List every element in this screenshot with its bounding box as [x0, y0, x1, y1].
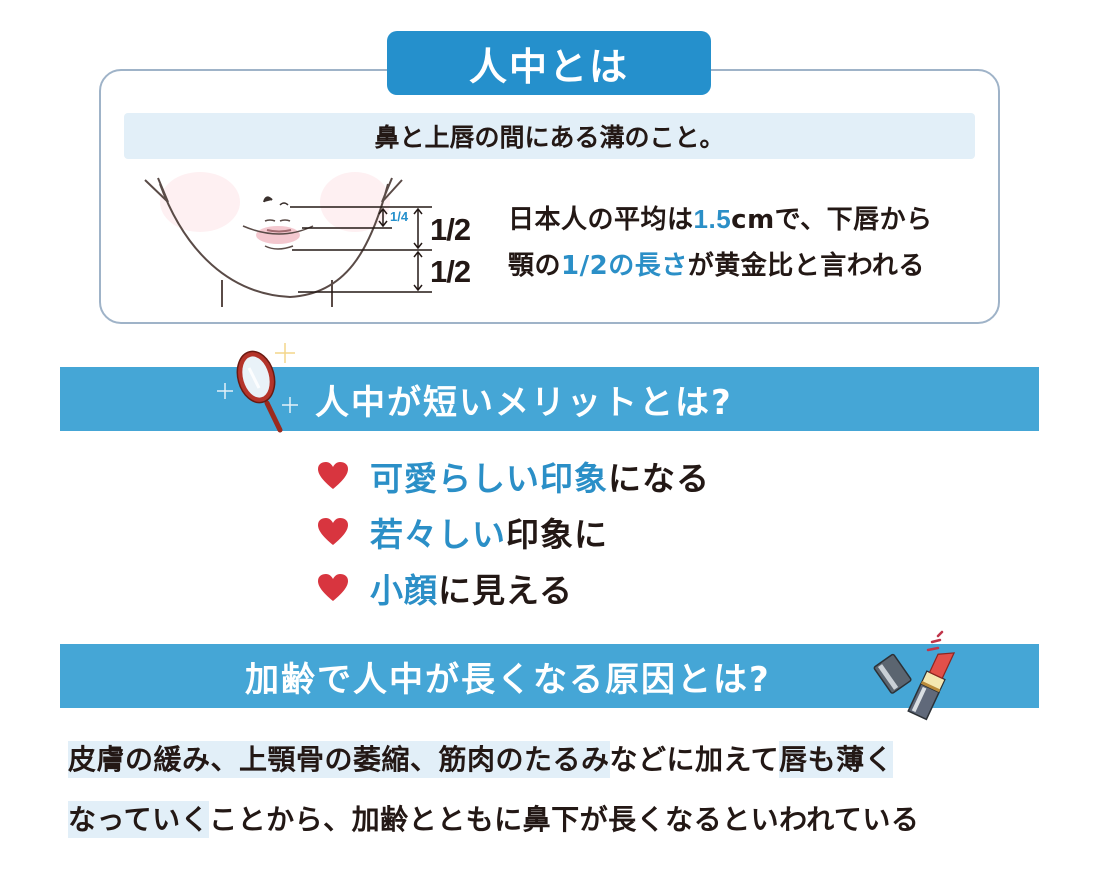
cause-highlight: 皮膚の緩み、上顎骨の萎縮、筋肉のたるみ	[68, 741, 610, 778]
lipstick-icon	[870, 628, 960, 723]
definition-title: 人中とは	[387, 31, 711, 95]
heart-icon	[318, 518, 348, 546]
merit-highlight: 若々しい	[370, 515, 506, 554]
merit-rest: 印象に	[506, 515, 608, 554]
list-item: 小顔に見える	[318, 560, 710, 616]
list-item: 可愛らしい印象になる	[318, 448, 710, 504]
causes-paragraph: 皮膚の緩み、上顎骨の萎縮、筋肉のたるみなどに加えて唇も薄く なっていくことから、…	[68, 736, 1038, 856]
ratio-upper-label: 1/2	[430, 212, 471, 247]
golden-ratio-highlight: 1/2の長さ	[561, 251, 688, 281]
causes-line-1: 皮膚の緩み、上顎骨の萎縮、筋肉のたるみなどに加えて唇も薄く	[68, 741, 894, 778]
merits-heading: 人中が短いメリットとは?	[315, 382, 733, 423]
merits-list: 可愛らしい印象になる 若々しい印象に 小顔に見える	[318, 448, 710, 616]
heart-icon	[318, 462, 348, 490]
face-diagram: 1/4 1/2 1/2	[130, 172, 500, 307]
definition-subtitle: 鼻と上唇の間にある溝のこと。	[124, 113, 975, 159]
causes-heading-bar: 加齢で人中が長くなる原因とは?	[60, 644, 1039, 708]
average-line-2: 顎の1/2の長さが黄金比と言われる	[508, 251, 925, 281]
face-illustration-icon	[144, 172, 432, 307]
list-item: 若々しい印象に	[318, 504, 710, 560]
merits-heading-bar: 人中が短いメリットとは?	[60, 367, 1039, 431]
causes-line-2: なっていくことから、加齢とともに鼻下が長くなるといわれている	[68, 801, 920, 838]
average-description: 日本人の平均は1.5cmで、下唇から 顎の1/2の長さが黄金比と言われる	[508, 196, 988, 289]
cause-highlight: なっていく	[68, 801, 210, 838]
merit-rest: に見える	[438, 571, 574, 610]
merit-rest: になる	[608, 459, 710, 498]
ratio-quarter-label: 1/4	[390, 209, 409, 224]
average-value: 1.5	[693, 204, 732, 234]
hand-mirror-icon	[205, 338, 305, 433]
merit-highlight: 小顔	[370, 571, 438, 610]
heart-icon	[318, 574, 348, 602]
average-line-1: 日本人の平均は1.5cmで、下唇から	[508, 204, 933, 235]
causes-heading: 加齢で人中が長くなる原因とは?	[245, 659, 771, 700]
cause-highlight: 唇も薄く	[779, 741, 894, 778]
ratio-lower-label: 1/2	[430, 254, 471, 289]
definition-box	[99, 69, 1000, 324]
merit-highlight: 可愛らしい印象	[370, 459, 608, 498]
